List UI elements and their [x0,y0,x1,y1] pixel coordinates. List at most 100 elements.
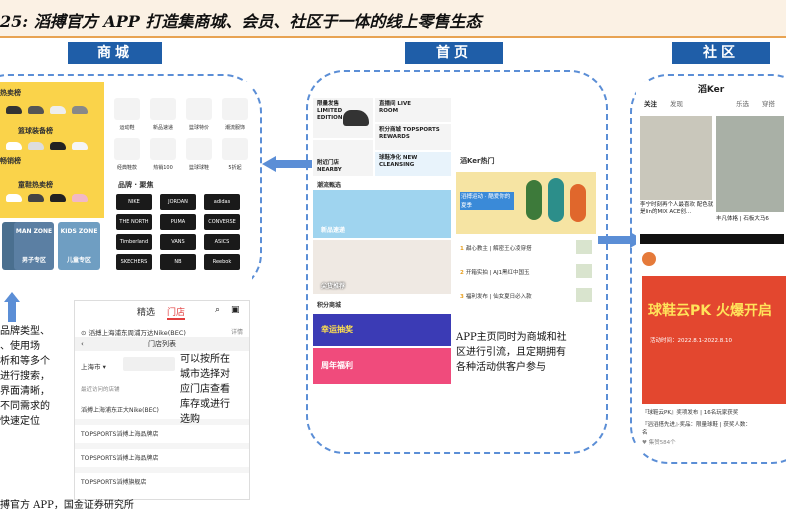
shoe-thumb[interactable] [6,106,22,114]
desc-line: 进行搜索， [0,369,50,384]
category-cell[interactable]: 潮流服饰 [220,96,250,134]
category-cell[interactable]: 经典鞋款 [112,136,142,174]
brand-logo[interactable]: VANS [160,234,196,250]
tab-follow[interactable]: 关注 [644,98,657,108]
tab-pick[interactable]: 乐选 [736,98,749,108]
city-select[interactable]: 上海市 ▾ [81,361,106,371]
figure-title-bar: 25: 滔搏官方 APP 打造集商城、会员、社区于一体的线上零售生态 [0,0,786,38]
brand-logo[interactable]: THE NORTH FACE [116,214,152,230]
category-image [150,98,176,120]
post-photo[interactable] [716,116,784,212]
rank-row-label[interactable]: 童鞋热卖榜 [18,180,53,190]
store-list-item[interactable]: TOPSPORTS滔搏上海品牌店 [81,429,158,438]
section-label-mall: 商城 [68,42,162,64]
category-cell[interactable]: 篮球球鞋 [184,136,214,174]
store-search-input[interactable] [123,357,175,371]
runner-figure [526,180,542,220]
store-tabs: 精选 门店 ⌕ ▣ [75,301,249,321]
category-cell[interactable]: 篮球特价 [184,96,214,134]
brand-logo[interactable]: SKECHERS [116,254,152,270]
post-caption[interactable]: 丰凡体格 | 石板大马6 [716,216,784,223]
current-store-name: 滔搏上海浦东周浦万达Nike(BEC) [89,329,186,337]
brand-logo[interactable]: Reebok [204,254,240,270]
rank-row-label[interactable]: 热卖榜 [0,88,21,98]
brand-logo[interactable]: CONVERSE [204,214,240,230]
post-photo[interactable] [640,116,712,200]
anniversary-banner[interactable]: 周年福利 [313,348,451,384]
brand-logo[interactable]: Timberland [116,234,152,250]
banner-label: 周年福利 [321,360,353,371]
brand-logo[interactable]: NB [160,254,196,270]
home-cell-rewards[interactable]: 积分商城 TOPSPORTS REWARDS [375,124,451,150]
trend-banner[interactable]: 新品速递 [313,190,451,238]
category-cell[interactable]: 5折起 [220,136,250,174]
tab-featured[interactable]: 精选 [137,305,155,318]
arrow-left-icon [262,156,312,172]
shoe-thumb[interactable] [50,194,66,202]
post-line[interactable]: 名 [642,428,648,436]
brand-logo[interactable]: JORDAN [160,194,196,210]
category-label: 篮球特价 [184,124,214,131]
tab-outfit[interactable]: 穿搭 [762,98,775,108]
post-line[interactable]: 『球鞋云PK』奖项发布 | 16名玩家获奖 [642,408,738,416]
bag-icon[interactable]: ▣ [231,305,240,315]
heart-icon[interactable]: ♥ [642,440,649,446]
hot-text: 开箱实拍 | AJ1黑红中国玉 [466,270,530,276]
search-icon[interactable]: ⌕ [215,305,220,315]
hot-feed-screenshot: 滔Ker热门 滔搏运动 · 酷爱你的夏季 1甜心教主 | 解密王心凌穿搭 2开箱… [456,152,596,308]
hot-thumb [576,288,592,302]
lottery-banner[interactable]: 幸运抽奖 [313,314,451,346]
category-label: 经典鞋款 [112,164,142,171]
shoe-thumb[interactable] [28,106,44,114]
shoe-thumb[interactable] [28,194,44,202]
shoe-thumb[interactable] [72,106,88,114]
location-pin-icon: ⊙ [81,329,89,337]
recent-visits-label: 最近访问的店铺 [81,385,120,393]
event-poster[interactable]: 球鞋云PK 火爆开启 活动时间：2022.8.1-2022.8.10 [642,276,786,404]
category-cell[interactable]: 新品速递 [148,96,178,134]
home-cell-live[interactable]: 直播间 LIVE ROOM [375,98,451,122]
post-caption[interactable]: 李宁时刻再个人最喜欢 配色就是lin的MIX ACE创... [640,202,714,216]
home-description: APP主页同时为商城和社 区进行引流，且定期拥有 各种活动供客户参与 [456,330,567,375]
rank-row-label[interactable]: 篮球装备榜 [18,126,53,136]
store-list-item[interactable]: 滔搏上海浦东正大Nike(BEC) [81,405,159,414]
brand-logo[interactable]: ASICS [204,234,240,250]
hot-banner[interactable]: 滔搏运动 · 酷爱你的夏季 [456,172,596,234]
desc-line: 析和等多个 [0,354,50,369]
home-cell-cleansing[interactable]: 球鞋净化 NEW CLEANSING [375,152,451,176]
rank-row-label[interactable]: 畅销榜 [0,156,21,166]
zone-tile-kids[interactable]: KIDS ZONE 儿童专区 [58,222,100,270]
brand-logo[interactable]: adidas [204,194,240,210]
tab-discover[interactable]: 发现 [670,98,683,108]
brand-logo[interactable]: PUMA [160,214,196,230]
featured-banner[interactable]: 尖货推荐 [313,240,451,294]
zone-tile-men[interactable]: MAN ZONE 男子专区 [14,222,54,270]
shoe-thumb[interactable] [6,142,22,150]
home-cell-nearby[interactable]: 附近门店 NEARBY [313,140,373,176]
category-cell[interactable]: 热销100 [148,136,178,174]
shoe-thumb[interactable] [50,106,66,114]
shoe-thumb[interactable] [50,142,66,150]
shoe-thumb[interactable] [72,142,88,150]
avatar[interactable] [642,252,656,266]
brand-logo[interactable]: NIKE [116,194,152,210]
store-list-item[interactable]: TOPSPORTS滔搏旗舰店 [81,477,146,486]
desc-line: 选购 [180,412,230,427]
detail-link[interactable]: 详情 [231,327,243,336]
shoe-thumb[interactable] [28,142,44,150]
back-icon[interactable]: ‹ [81,337,84,351]
shoe-thumb[interactable] [72,194,88,202]
store-list-item[interactable]: TOPSPORTS滔搏上海品牌店 [81,453,158,462]
current-store[interactable]: ⊙ 滔搏上海浦东周浦万达Nike(BEC) [81,327,186,337]
category-cell[interactable]: 运动鞋 [112,96,142,134]
hot-rank: 2 [460,270,464,276]
home-cell-limited[interactable]: 限量发售 LIMITED EDITION [313,98,373,138]
tab-stores[interactable]: 门店 [167,305,185,320]
shoe-thumb[interactable] [6,194,22,202]
post-line[interactable]: 『滔滔搭先进』·奖品：限量球鞋 | 获奖人数： [642,420,751,428]
section-label-community: 社区 [672,42,770,64]
desc-line: 品牌类型、 [0,324,50,339]
